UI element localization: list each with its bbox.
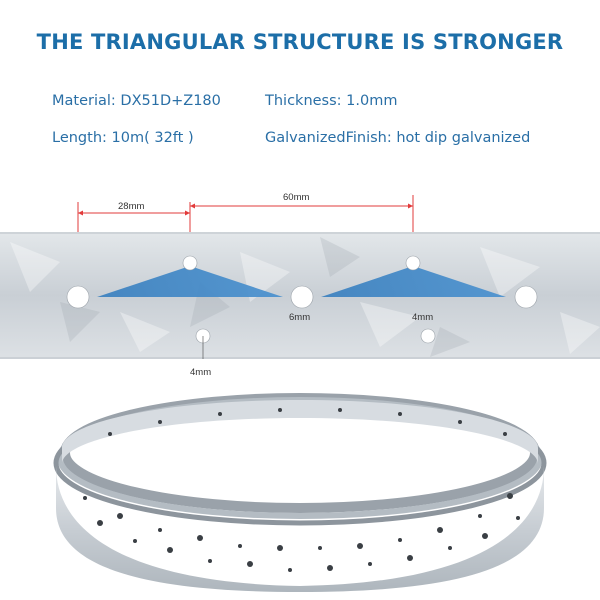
spec-thickness: Thickness: 1.0mm: [265, 93, 398, 109]
label-hole-4mm-bottom: 4mm: [190, 367, 212, 378]
page-title: THE TRIANGULAR STRUCTURE IS STRONGER: [36, 30, 564, 54]
coiled-strap-image: [53, 393, 547, 592]
spec-material: Material: DX51D+Z180: [52, 93, 221, 109]
spec-length: Length: 10m( 32ft ): [52, 130, 194, 146]
label-spacing-28: 28mm: [118, 201, 145, 212]
label-hole-6mm: 6mm: [289, 312, 311, 323]
spec-finish: GalvanizedFinish: hot dip galvanized: [265, 130, 531, 146]
label-hole-4mm-right: 4mm: [412, 312, 434, 323]
perforated-strip-image: [0, 232, 600, 359]
label-spacing-60: 60mm: [283, 192, 310, 203]
dimension-lines: [77, 195, 414, 240]
